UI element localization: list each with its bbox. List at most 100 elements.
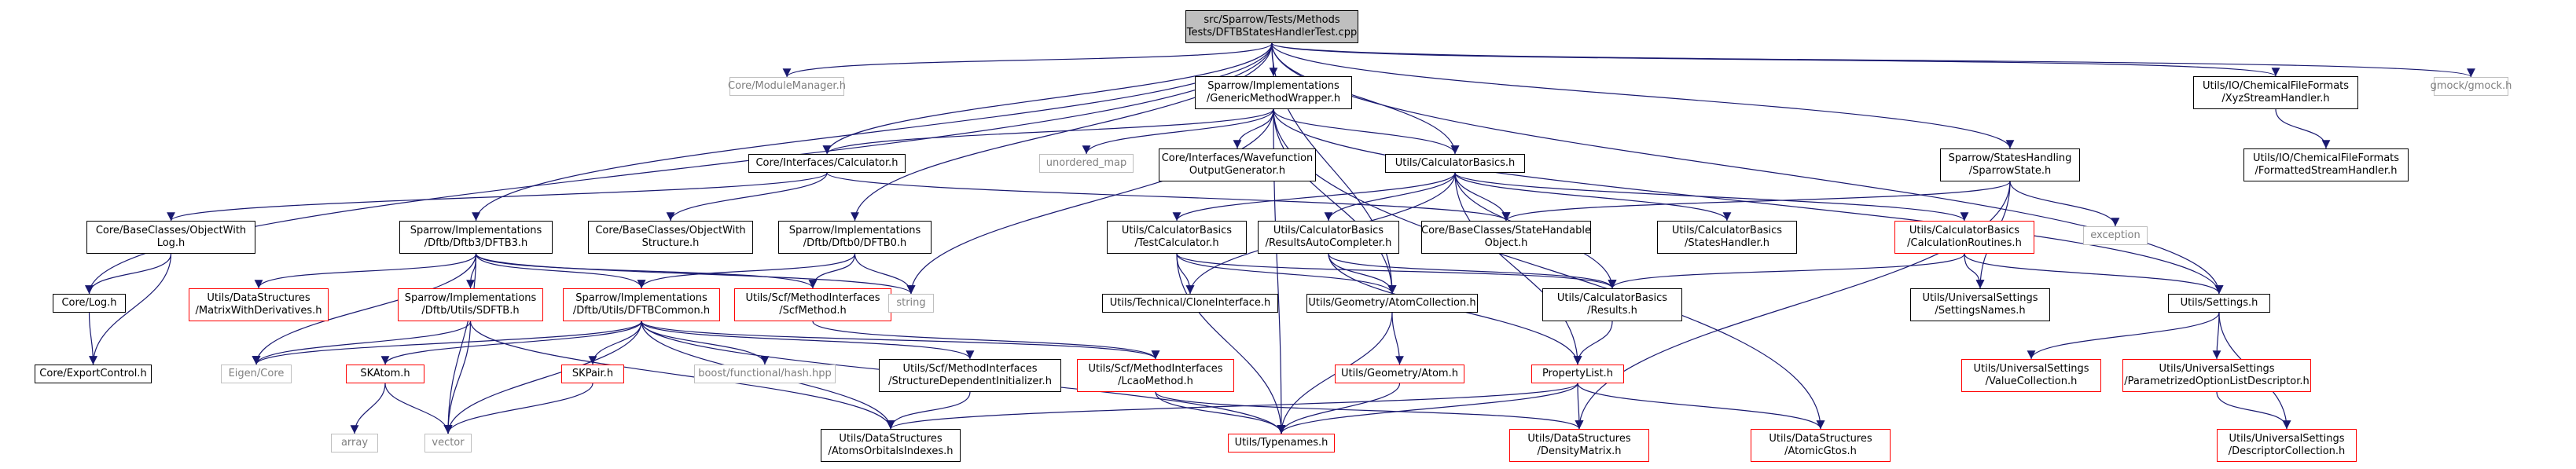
node-label-line: /XyzStreamHandler.h <box>2221 93 2330 104</box>
node-exportctl[interactable]: Core/ExportControl.h <box>35 365 152 383</box>
node-label-line: Sparrow/Implementations <box>1207 80 1339 92</box>
edge-dftb0-to-scfmethod <box>808 253 856 289</box>
node-scfmethod[interactable]: Utils/Scf/MethodInterfaces/ScfMethod.h <box>734 288 891 321</box>
node-label-line: Tests/DFTBStatesHandlerTest.cpp <box>1186 27 1358 38</box>
node-hash[interactable]: boost/functional/hash.hpp <box>694 365 836 383</box>
edge-dftbcommon-to-skpair <box>588 321 642 365</box>
edge-dftb3-to-scfmethod <box>475 253 818 289</box>
node-valuecoll[interactable]: Utils/UniversalSettings/ValueCollection.… <box>1961 359 2101 392</box>
node-pold[interactable]: Utils/UniversalSettings/ParametrizedOpti… <box>2122 359 2311 392</box>
edge-xyz-to-fsh <box>2275 108 2331 149</box>
node-label-line: Utils/DataStructures <box>1527 433 1631 445</box>
edge-root-to-gmock <box>1271 42 2475 78</box>
node-string[interactable]: string <box>888 294 934 313</box>
node-label-line: /DensityMatrix.h <box>1537 445 1622 457</box>
node-label-line: SKPair.h <box>571 368 614 379</box>
node-proplist[interactable]: PropertyList.h <box>1531 365 1624 383</box>
node-testcalc[interactable]: Utils/CalculatorBasics/TestCalculator.h <box>1107 221 1247 254</box>
node-label-line: Core/Interfaces/Calculator.h <box>755 157 898 169</box>
node-label-line: Utils/Settings.h <box>2180 297 2258 309</box>
edge-rac-to-results <box>1328 253 1617 289</box>
node-label-line: /LcaoMethod.h <box>1118 376 1193 387</box>
node-label-line: /Dftb/Dftb3/DFTB3.h <box>424 237 528 249</box>
edge-dftbcommon-to-vector <box>443 321 642 434</box>
edge-corelog-to-exportctl <box>88 312 97 365</box>
node-dftbcommon[interactable]: Sparrow/Implementations/Dftb/Utils/DFTBC… <box>563 288 720 321</box>
node-lcao[interactable]: Utils/Scf/MethodInterfaces/LcaoMethod.h <box>1077 359 1234 392</box>
node-label-line: /ResultsAutoCompleter.h <box>1265 237 1392 249</box>
edge-results-to-proplist <box>1573 321 1613 365</box>
node-atomcoll[interactable]: Utils/Geometry/AtomCollection.h <box>1306 294 1478 313</box>
node-xyz[interactable]: Utils/IO/ChemicalFileFormats/XyzStreamHa… <box>2193 76 2358 109</box>
node-geomatom[interactable]: Utils/Geometry/Atom.h <box>1335 365 1464 383</box>
node-label-line: Utils/CalculatorBasics <box>1556 292 1668 304</box>
edge-root-to-modman <box>782 42 1273 78</box>
node-modman[interactable]: Core/ModuleManager.h <box>728 77 846 96</box>
node-unordered[interactable]: unordered_map <box>1039 154 1134 173</box>
node-results[interactable]: Utils/CalculatorBasics/Results.h <box>1542 288 1682 321</box>
node-sparrowstate[interactable]: Sparrow/StatesHandling/SparrowState.h <box>1940 148 2080 181</box>
node-label-line: /ScfMethod.h <box>779 305 847 317</box>
node-skatom[interactable]: SKAtom.h <box>346 365 424 383</box>
node-calcbasics[interactable]: Utils/CalculatorBasics.h <box>1385 154 1525 173</box>
edge-root-to-xyz <box>1271 42 2280 77</box>
node-rac[interactable]: Utils/CalculatorBasics/ResultsAutoComple… <box>1258 221 1399 254</box>
node-sdftb[interactable]: Sparrow/Implementations/Dftb/Utils/SDFTB… <box>398 288 543 321</box>
node-aoi[interactable]: Utils/DataStructures/AtomsOrbitalsIndexe… <box>821 429 961 462</box>
node-label-line: Sparrow/Implementations <box>404 292 537 304</box>
node-label-line: unordered_map <box>1045 157 1127 169</box>
node-dftb3[interactable]: Sparrow/Implementations/Dftb/Dftb3/DFTB3… <box>399 221 553 254</box>
node-label-line: Utils/UniversalSettings <box>2159 363 2275 375</box>
node-typenames[interactable]: Utils/Typenames.h <box>1228 434 1335 453</box>
node-desccoll[interactable]: Utils/UniversalSettings/DescriptorCollec… <box>2217 429 2357 462</box>
node-dftb0[interactable]: Sparrow/Implementations/Dftb/Dftb0/DFTB0… <box>778 221 932 254</box>
node-label-line: Utils/CalculatorBasics <box>1671 225 1783 236</box>
edge-dftb3-to-string <box>475 253 916 295</box>
node-label-line: /ValueCollection.h <box>1985 376 2078 387</box>
edge-sparrowstate-to-shobj <box>1501 181 2011 222</box>
node-array[interactable]: array <box>331 434 378 453</box>
node-corelog[interactable]: Core/Log.h <box>53 294 126 313</box>
node-calcroutines[interactable]: Utils/CalculatorBasics/CalculationRoutin… <box>1894 221 2034 254</box>
edge-proplist-to-atomicgtos <box>1577 383 1825 430</box>
node-label-line: Core/BaseClasses/ObjectWith <box>95 225 247 236</box>
node-fsh[interactable]: Utils/IO/ChemicalFileFormats/FormattedSt… <box>2243 148 2409 181</box>
node-label-line: array <box>340 437 369 449</box>
node-atomicgtos[interactable]: Utils/DataStructures/AtomicGtos.h <box>1751 429 1891 462</box>
edge-root-to-dftb3 <box>472 42 1273 222</box>
node-clone[interactable]: Utils/Technical/CloneInterface.h <box>1102 294 1278 313</box>
node-mwd[interactable]: Utils/DataStructures/MatrixWithDerivativ… <box>189 288 329 321</box>
edge-calcroutines-to-settingsnames <box>1964 253 1985 289</box>
node-settings[interactable]: Utils/Settings.h <box>2168 294 2270 313</box>
node-settingsnames[interactable]: Utils/UniversalSettings/SettingsNames.h <box>1910 288 2050 321</box>
node-label-line: gmock/gmock.h <box>2430 80 2512 92</box>
node-skpair[interactable]: SKPair.h <box>561 365 624 383</box>
node-statesh[interactable]: Utils/CalculatorBasics/StatesHandler.h <box>1657 221 1797 254</box>
edge-owlog-to-corelog <box>85 253 172 295</box>
edge-calcroutines-to-settings <box>1964 253 2224 295</box>
node-eigen[interactable]: Eigen/Core <box>221 365 292 383</box>
node-exception[interactable]: exception <box>2083 226 2148 245</box>
edge-dftbcommon-to-lcao <box>641 321 1160 360</box>
node-label-line: vector <box>432 437 465 449</box>
node-density[interactable]: Utils/DataStructures/DensityMatrix.h <box>1509 429 1649 462</box>
edge-calcbasics-to-rac <box>1324 172 1456 222</box>
node-sdi[interactable]: Utils/Scf/MethodInterfaces/StructureDepe… <box>879 359 1061 392</box>
node-label-line: /Dftb/Utils/DFTBCommon.h <box>572 305 711 317</box>
node-calc[interactable]: Core/Interfaces/Calculator.h <box>748 154 906 173</box>
node-label-line: Object.h <box>1484 237 1528 249</box>
node-vector[interactable]: vector <box>424 434 472 453</box>
node-gmw[interactable]: Sparrow/Implementations/GenericMethodWra… <box>1195 76 1352 109</box>
node-gmock[interactable]: gmock/gmock.h <box>2431 77 2512 96</box>
edge-root-to-sparrowstate <box>1271 42 2015 149</box>
node-label-line: exception <box>2090 229 2141 241</box>
node-label-line: /MatrixWithDerivatives.h <box>195 305 322 317</box>
node-label-line: Utils/Scf/MethodInterfaces <box>902 363 1038 375</box>
node-label-line: Utils/Geometry/AtomCollection.h <box>1308 297 1476 309</box>
